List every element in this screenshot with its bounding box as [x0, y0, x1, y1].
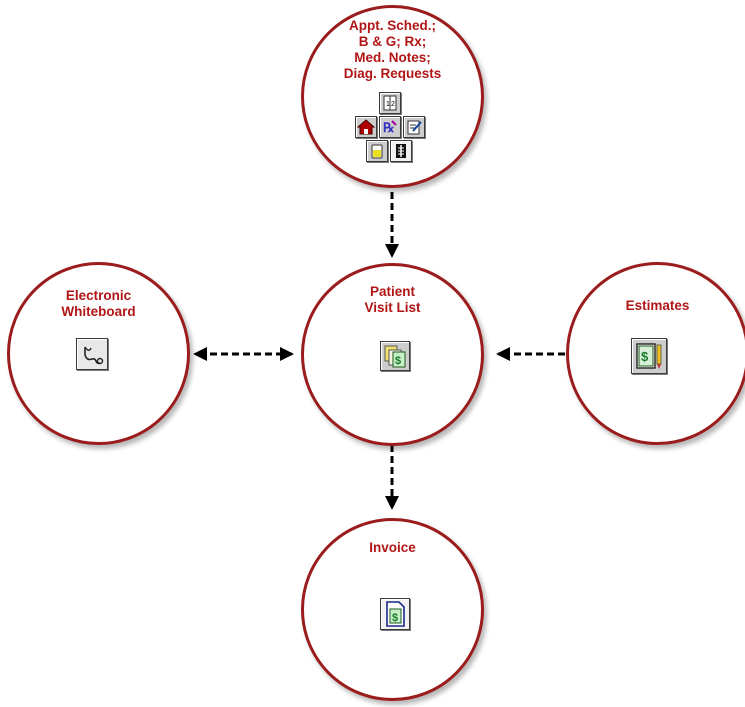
- appointments-label: Appt. Sched.; B & G; Rx; Med. Notes; Dia…: [343, 18, 442, 81]
- estimates-node[interactable]: Estimates $: [566, 262, 745, 445]
- stethoscope-icon[interactable]: [76, 338, 108, 370]
- svg-text:$: $: [392, 612, 398, 624]
- svg-text:$: $: [641, 349, 649, 364]
- invoice-icon[interactable]: $: [380, 598, 410, 630]
- invoice-node[interactable]: Invoice $: [301, 518, 484, 701]
- home-icon[interactable]: [355, 116, 377, 138]
- estimates-label: Estimates: [625, 298, 690, 313]
- patient-visit-list-icon[interactable]: $: [380, 341, 410, 371]
- estimate-icon[interactable]: $: [631, 338, 667, 374]
- notes-icon[interactable]: [403, 116, 425, 138]
- visit-list-label: Patient Visit List: [364, 284, 421, 315]
- arrowhead-whiteboard: [193, 347, 207, 361]
- whiteboard-node[interactable]: Electronic Whiteboard: [7, 262, 190, 445]
- svg-text:℞: ℞: [383, 120, 395, 135]
- prescription-icon[interactable]: ℞: [379, 116, 401, 138]
- appointments-node[interactable]: Appt. Sched.; B & G; Rx; Med. Notes; Dia…: [301, 5, 484, 188]
- whiteboard-label: Electronic Whiteboard: [61, 288, 136, 319]
- svg-text:$: $: [395, 355, 401, 367]
- svg-text:1: 1: [386, 101, 390, 108]
- visit-list-node[interactable]: Patient Visit List $: [301, 263, 484, 446]
- diagnostic-icon[interactable]: [390, 140, 412, 162]
- invoice-label: Invoice: [369, 540, 416, 555]
- svg-text:2: 2: [391, 101, 395, 108]
- lab-flask-icon[interactable]: [366, 140, 388, 162]
